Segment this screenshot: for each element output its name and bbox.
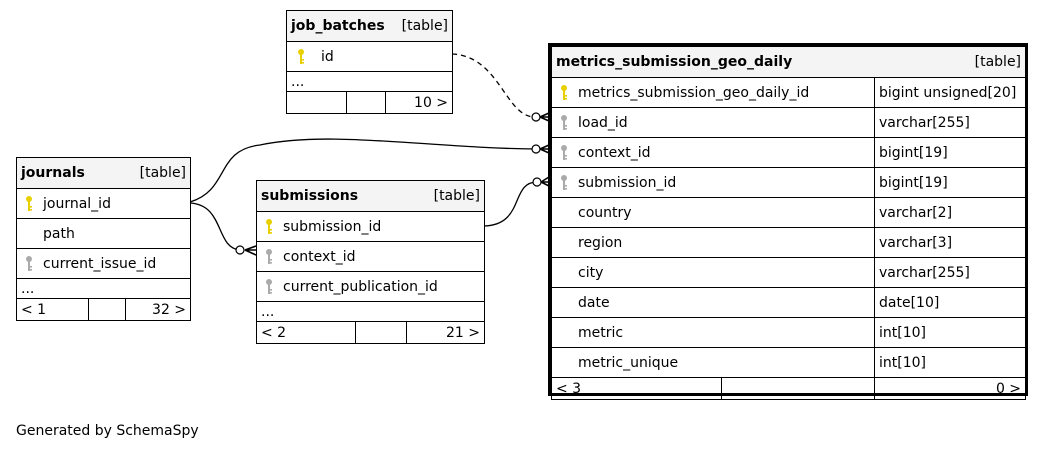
- column-type: int[10]: [873, 317, 1027, 348]
- column-type: varchar[255]: [873, 107, 1027, 138]
- column-row[interactable]: date: [551, 287, 875, 318]
- crowfoot-context-id: [539, 144, 550, 154]
- column-row[interactable]: current_publication_id: [256, 271, 485, 302]
- table-job-batches[interactable]: job_batches [table] id ... 10 >: [285, 10, 454, 114]
- table-metrics-submission-geo-daily[interactable]: metrics_submission_geo_daily [table] met…: [550, 46, 1027, 400]
- edge-submissions-to-metrics-submission-id: [483, 181, 538, 227]
- column-name: context_id: [578, 144, 651, 161]
- column-name: submission_id: [578, 174, 677, 191]
- table-name: metrics_submission_geo_daily: [556, 54, 793, 70]
- table-name: job_batches: [291, 18, 385, 34]
- column-name: city: [578, 264, 604, 281]
- zero-marker-submission-id: [532, 177, 542, 187]
- primary-key-icon: [25, 195, 33, 212]
- zero-marker-submissions-context-id: [235, 245, 245, 255]
- column-row[interactable]: load_id: [551, 107, 875, 138]
- column-name: current_issue_id: [43, 255, 157, 272]
- column-name: context_id: [283, 248, 356, 265]
- footer-columns: [355, 321, 407, 344]
- more-columns[interactable]: ...: [285, 71, 454, 92]
- generated-by-label: Generated by SchemaSpy: [16, 423, 199, 439]
- column-row[interactable]: journal_id: [15, 188, 192, 219]
- column-type: date[10]: [873, 287, 1027, 318]
- primary-key-icon: [560, 84, 568, 101]
- footer-children[interactable]: 0 >: [873, 377, 1027, 400]
- column-name: load_id: [578, 114, 628, 131]
- table-header[interactable]: journals [table]: [15, 157, 192, 189]
- column-name: submission_id: [283, 218, 382, 235]
- foreign-key-icon: [25, 255, 33, 272]
- zero-marker-load-id: [531, 112, 541, 122]
- foreign-key-icon: [265, 278, 273, 295]
- zero-marker-context-id: [531, 144, 541, 154]
- footer-children[interactable]: 21 >: [406, 321, 485, 344]
- table-type: [table]: [974, 54, 1022, 70]
- table-journals[interactable]: journals [table] journal_id path current…: [15, 157, 192, 321]
- footer-parents[interactable]: < 2: [256, 321, 356, 344]
- footer-columns: [346, 91, 386, 114]
- column-row[interactable]: metric: [551, 317, 875, 348]
- column-name: region: [578, 234, 623, 251]
- column-name: country: [578, 204, 632, 221]
- table-type: [table]: [401, 18, 449, 34]
- column-row[interactable]: submission_id: [551, 167, 875, 198]
- footer-columns: [88, 298, 126, 321]
- column-type: bigint[19]: [873, 167, 1027, 198]
- footer-parents[interactable]: [286, 91, 347, 114]
- column-type: varchar[255]: [873, 257, 1027, 288]
- column-type: bigint[19]: [873, 137, 1027, 168]
- foreign-key-icon: [560, 144, 568, 161]
- column-type: varchar[3]: [873, 227, 1027, 258]
- column-row[interactable]: region: [551, 227, 875, 258]
- column-name: metrics_submission_geo_daily_id: [578, 84, 810, 101]
- crowfoot-load-id: [539, 112, 550, 122]
- column-row[interactable]: current_issue_id: [15, 248, 192, 279]
- table-name: journals: [21, 165, 85, 181]
- column-row[interactable]: context_id: [551, 137, 875, 168]
- edge-journals-to-submissions-context-id: [189, 202, 241, 251]
- footer-parents[interactable]: < 3: [551, 377, 722, 400]
- foreign-key-icon: [265, 248, 273, 265]
- table-type: [table]: [139, 165, 187, 181]
- table-type: [table]: [433, 188, 480, 204]
- column-type: bigint unsigned[20]: [873, 77, 1027, 108]
- column-row[interactable]: submission_id: [256, 211, 485, 242]
- primary-key-icon: [265, 218, 273, 235]
- table-name: submissions: [261, 188, 359, 204]
- column-name: current_publication_id: [283, 278, 438, 295]
- column-row[interactable]: metric_unique: [551, 347, 875, 378]
- more-columns[interactable]: ...: [256, 301, 485, 322]
- column-row[interactable]: metrics_submission_geo_daily_id: [551, 77, 875, 108]
- crowfoot-submissions-context-id: [244, 245, 257, 256]
- column-name: path: [43, 225, 75, 242]
- footer-children[interactable]: 10 >: [384, 91, 454, 114]
- column-row[interactable]: path: [15, 218, 192, 249]
- column-name: metric_unique: [578, 354, 679, 371]
- edge-journals-to-metrics-context-id: [189, 138, 536, 203]
- column-name: date: [578, 294, 610, 311]
- column-name: id: [321, 48, 334, 65]
- crowfoot-submission-id: [540, 176, 550, 187]
- column-name: journal_id: [43, 195, 111, 212]
- footer-columns: [721, 377, 875, 400]
- table-header[interactable]: metrics_submission_geo_daily [table]: [550, 46, 1027, 78]
- column-row[interactable]: city: [551, 257, 875, 288]
- footer-children[interactable]: 32 >: [124, 298, 192, 321]
- table-header[interactable]: submissions [table]: [256, 180, 485, 212]
- more-columns[interactable]: ...: [15, 278, 192, 299]
- footer-parents[interactable]: < 1: [16, 298, 89, 321]
- table-header[interactable]: job_batches [table]: [285, 10, 454, 42]
- column-row[interactable]: context_id: [256, 241, 485, 272]
- column-row[interactable]: id: [285, 41, 454, 72]
- column-type: varchar[2]: [873, 197, 1027, 228]
- edge-job-batches-to-load-id: [451, 53, 536, 118]
- table-submissions[interactable]: submissions [table] submission_id contex…: [256, 180, 485, 344]
- foreign-key-icon: [560, 114, 568, 131]
- foreign-key-icon: [560, 174, 568, 191]
- column-type: int[10]: [873, 347, 1027, 378]
- primary-key-icon: [297, 48, 305, 65]
- column-name: metric: [578, 324, 624, 341]
- column-row[interactable]: country: [551, 197, 875, 228]
